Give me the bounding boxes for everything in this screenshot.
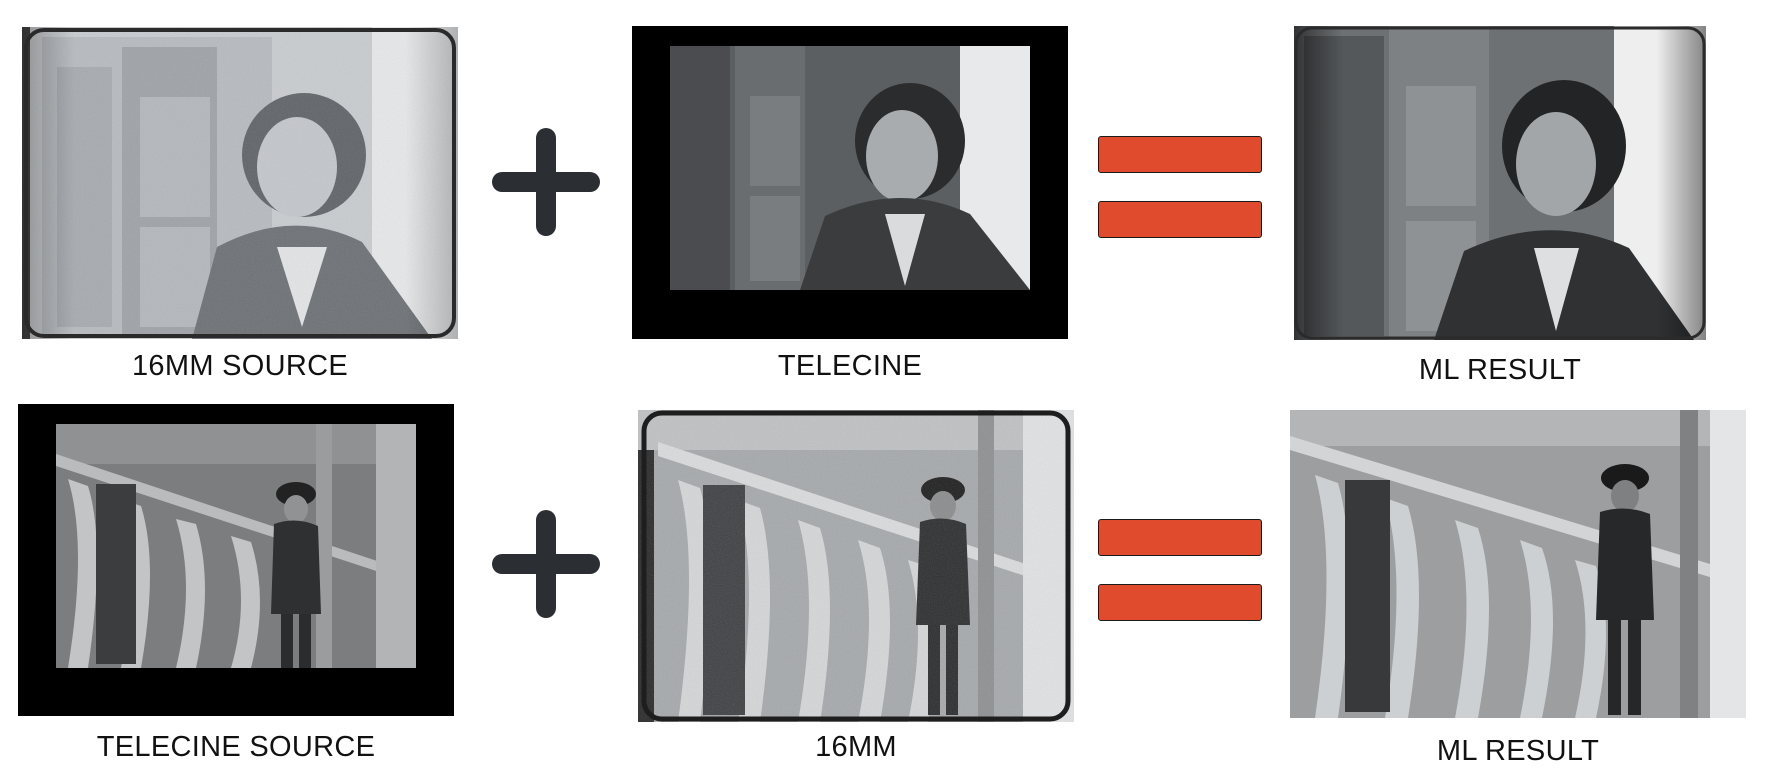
row1-equals-bar-bottom <box>1098 201 1262 238</box>
row2-equals-bar-bottom <box>1098 584 1262 621</box>
row2-ml-result-frame <box>1290 410 1746 718</box>
row1-middle-caption: TELECINE <box>777 350 923 382</box>
row2-equals-bar-top <box>1098 519 1262 556</box>
row2-telecine-source-frame <box>18 404 454 716</box>
row2-middle-caption: 16MM <box>815 731 897 763</box>
row1-right-caption: ML RESULT <box>1418 354 1582 386</box>
row1-ml-result-frame <box>1294 26 1706 340</box>
row1-left-caption: 16MM SOURCE <box>132 350 348 382</box>
row2-right-caption: ML RESULT <box>1436 735 1600 767</box>
row1-telecine-frame <box>632 26 1068 339</box>
row2-left-caption: TELECINE SOURCE <box>96 731 376 763</box>
row2-plus-icon <box>488 506 604 622</box>
row1-16mm-source-frame <box>22 27 458 339</box>
row1-equals-bar-top <box>1098 136 1262 173</box>
row2-16mm-frame <box>638 410 1074 722</box>
row1-plus-icon <box>488 124 604 240</box>
